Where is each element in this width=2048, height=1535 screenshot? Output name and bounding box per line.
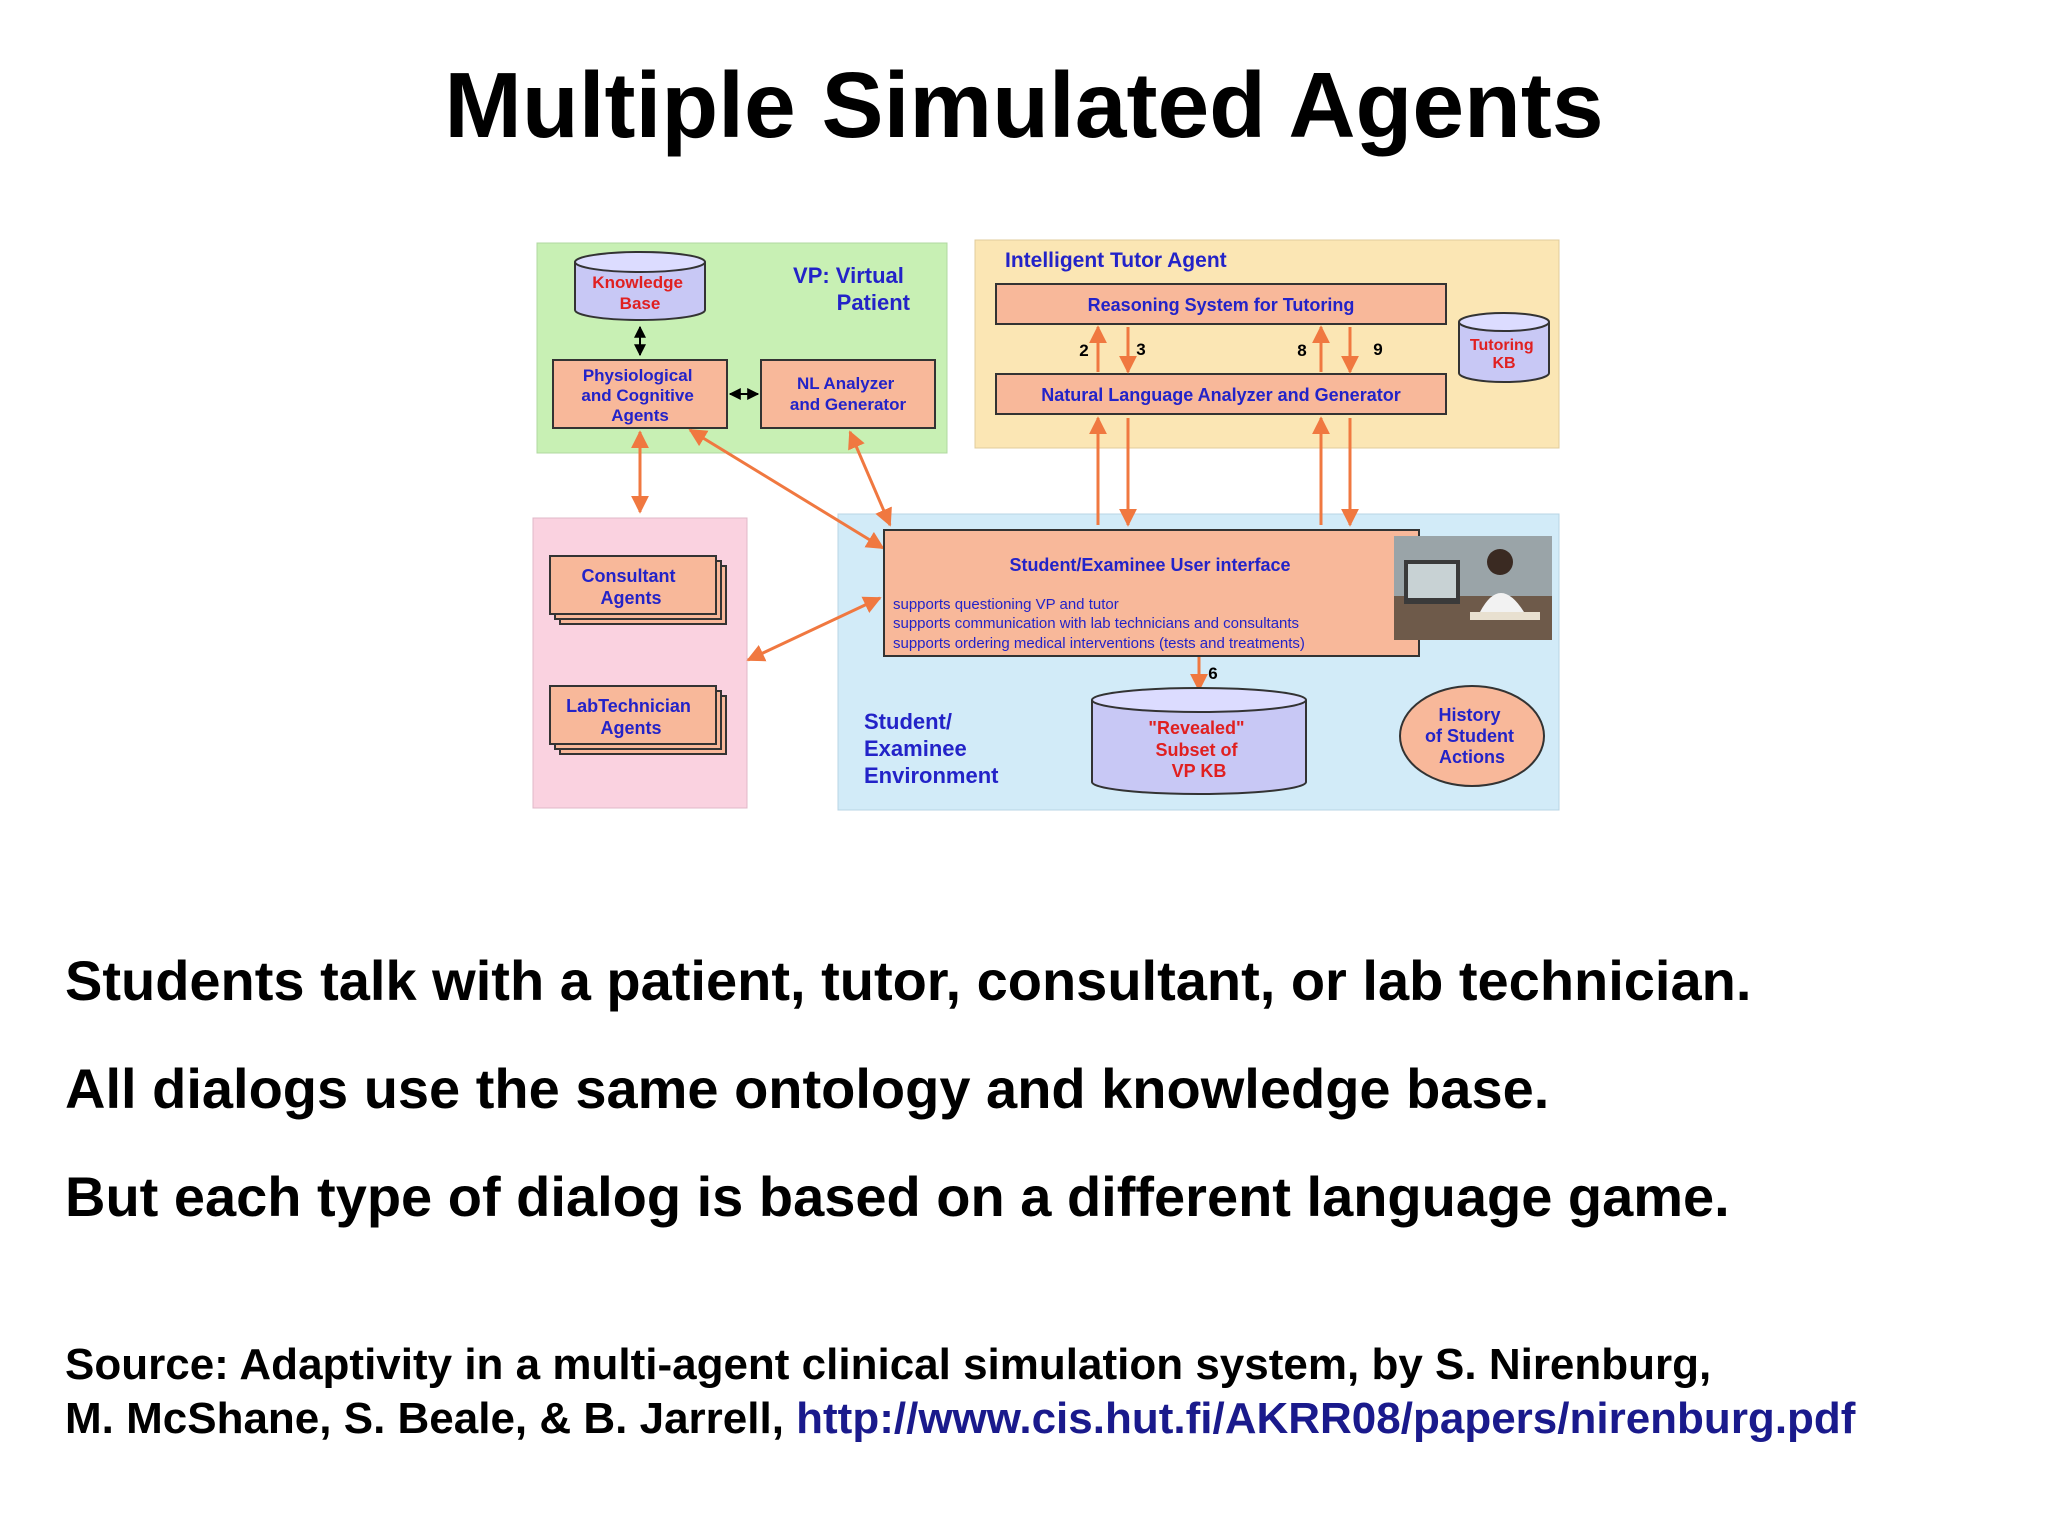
ui-line: supports questioning VP and tutor [893,596,1119,613]
tutoring-kb-cylinder: Tutoring KB [1458,312,1550,383]
svg-text:Consultant Agents: Consultant Agents [581,566,680,608]
svg-text:History of Student: History of Student Actions [1425,705,1519,767]
bullet-line: Students talk with a patient, tutor, con… [65,949,1752,1012]
vp-label-line: Patient [837,290,911,315]
svg-text:VP: Virtual Patient: VP: Virtual Patient [793,263,911,315]
svg-text:Tutoring KB: Tutoring KB [1470,337,1538,372]
nl-analyzer-vp-label: NL Analyzer [797,374,895,393]
reasoning-box [995,283,1447,325]
source-authors: M. McShane, S. Beale, & B. Jarrell, [65,1394,797,1443]
arrow-num: 9 [1373,340,1382,359]
consultant-agents-box [549,555,727,625]
consultant-label: Agents [600,588,661,608]
revealed-kb-cylinder: "Revealed" Subset of VP KB [1091,687,1307,795]
svg-text:Knowledge Base: Knowledge Base [592,273,687,313]
svg-text:"Revealed" Subset of: "Revealed" Subset of VP KB [1148,718,1249,781]
history-label: of Student [1425,726,1514,746]
phys-agents-label: and Cognitive [581,386,693,405]
arrow-num: 2 [1079,341,1088,360]
ui-title: Student/Examinee User interface [1009,555,1290,575]
labtech-label: Agents [600,718,661,738]
env-label-line: Environment [864,763,999,788]
source-link[interactable]: http://www.cis.hut.fi/AKRR08/papers/nire… [796,1394,1856,1443]
source-line-1: Source: Adaptivity in a multi-agent clin… [65,1340,1712,1389]
env-label-line: Student/ [864,709,952,734]
reasoning-label: Reasoning System for Tutoring [1088,295,1355,315]
labtech-agents-box [549,685,727,755]
arrow-num: 8 [1297,341,1306,360]
source-line-2: M. McShane, S. Beale, & B. Jarrell, http… [65,1394,1855,1444]
bullet-line: But each type of dialog is based on a di… [65,1165,1730,1228]
student-photo [1394,536,1552,640]
phys-agents-box [552,359,728,429]
tutor-title: Intelligent Tutor Agent [1005,249,1227,272]
bullet-line: All dialogs use the same ontology and kn… [65,1057,1550,1120]
ui-line: supports communication with lab technici… [893,615,1299,632]
svg-text:LabTechnician Agents: LabTechnician Agents [566,696,696,738]
tutoring-kb-label: KB [1492,355,1515,372]
svg-text:supports questioning VP and tu: supports questioning VP and tutor suppor… [893,596,1305,652]
history-label: History [1438,705,1500,725]
consultant-label: Consultant [581,566,675,586]
tutoring-kb-label: Tutoring [1470,337,1534,354]
arrow-num: 6 [1208,664,1217,683]
knowledge-base-label: Knowledge [592,273,683,292]
revealed-label: Subset of [1155,740,1238,760]
history-ellipse: History of Student Actions [1399,685,1545,787]
labtech-label: LabTechnician [566,696,691,716]
knowledge-base-cylinder: Knowledge Base [574,251,706,321]
svg-text:NL Analyzer and Generator: NL Analyzer and Generator [790,374,907,414]
svg-text:Student/ Examinee Envi: Student/ Examinee Environment [864,709,999,788]
arrow-num: 3 [1136,340,1145,359]
nl-analyzer-tutor-label: Natural Language Analyzer and Generator [1041,385,1400,405]
knowledge-base-label: Base [620,294,661,313]
revealed-label: "Revealed" [1148,718,1244,738]
slide-title: Multiple Simulated Agents [444,53,1604,157]
nl-analyzer-vp-box [760,359,936,429]
phys-agents-label: Agents [611,406,669,425]
env-label-line: Examinee [864,736,967,761]
nl-analyzer-tutor-box [995,373,1447,415]
revealed-label: VP KB [1172,761,1227,781]
history-label: Actions [1439,747,1505,767]
nl-analyzer-vp-label: and Generator [790,395,907,414]
vp-label-line: VP: Virtual [793,263,904,288]
svg-text:Physiological and Cognitiv: Physiological and Cognitive Agents [581,366,698,425]
user-interface-box [883,529,1420,657]
ui-line: supports ordering medical interventions … [893,635,1305,652]
phys-agents-label: Physiological [583,366,693,385]
